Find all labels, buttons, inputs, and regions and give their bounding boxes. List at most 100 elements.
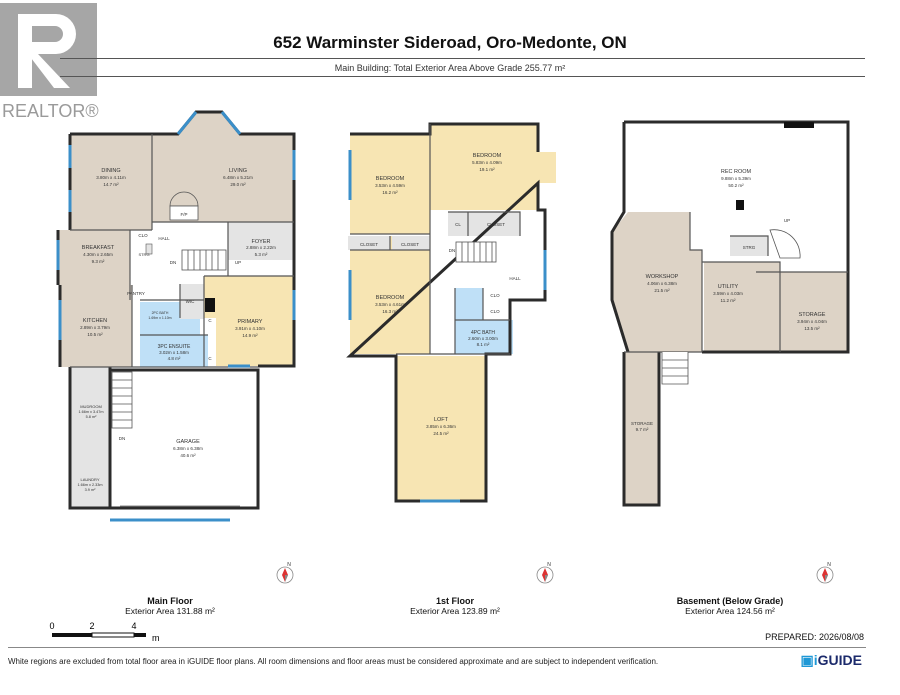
label-breakfast: BREAKFAST <box>82 245 115 251</box>
realtor-logo: REALTOR® <box>0 3 99 121</box>
basement-stairs <box>661 229 801 385</box>
basement-window-well <box>784 122 814 128</box>
room-wic <box>180 284 204 319</box>
title-divider <box>60 58 865 59</box>
area-workshop: 21.5 m² <box>654 288 670 293</box>
closet-2 <box>392 236 430 250</box>
area-kitchen: 10.5 m² <box>87 332 103 337</box>
floor-area: Exterior Area 131.88 m² <box>125 606 215 616</box>
area-foyer: 5.3 m² <box>255 252 268 257</box>
dims-kitchen: 2.89m x 3.79m <box>80 325 110 330</box>
label-cl: CL <box>455 222 461 227</box>
room-foyer <box>228 222 294 260</box>
label-workshop: WORKSHOP <box>646 274 679 280</box>
svg-text:m: m <box>152 633 160 643</box>
area-loft: 24.5 m² <box>433 431 449 436</box>
label-dn: DN <box>170 260 177 265</box>
area-bedroom-2: 19.1 m² <box>479 167 495 172</box>
label-living: LIVING <box>229 168 247 174</box>
label-garage: GARAGE <box>176 439 200 445</box>
floor-name: Main Floor <box>147 596 193 606</box>
closet-cl <box>448 212 468 236</box>
svg-text:2: 2 <box>89 621 94 631</box>
area-storage-1: 13.5 m² <box>804 326 820 331</box>
room-labels: DINING 3.80m x 4.11m 14.7 m² LIVING 6.48… <box>77 153 827 492</box>
chimney <box>205 298 215 312</box>
iguide-logo-icon: ▣ <box>800 652 814 668</box>
dims-living: 6.48m x 5.21m <box>223 175 253 180</box>
label-wic: WIC <box>186 299 195 304</box>
label-clo-1: CLO <box>490 293 500 298</box>
label-storage-1: STORAGE <box>799 312 826 318</box>
label-fp: F/P <box>180 212 187 217</box>
label-bedroom-3: BEDROOM <box>376 295 405 301</box>
label-strg: STRG <box>138 252 149 257</box>
dims-foyer: 2.88m x 2.22m <box>246 245 276 250</box>
dims-bedroom-2: 5.83m x 4.09m <box>472 160 502 165</box>
footer-divider <box>8 647 866 648</box>
compass-icon: N <box>276 562 294 584</box>
basement-interior-walls <box>624 212 848 353</box>
dims-mudroom: 1.66m x 3.47m <box>78 410 103 414</box>
dims-dining: 3.80m x 4.11m <box>96 175 126 180</box>
label-strg-basement: STRG <box>743 245 756 250</box>
label-ensuite: 3PC ENSUITE <box>158 344 191 350</box>
area-4pc-bath: 8.1 m² <box>477 342 490 347</box>
room-primary <box>204 276 294 366</box>
first-floor-plan <box>346 122 556 503</box>
area-rec-room: 50.2 m² <box>728 183 744 188</box>
fireplace <box>169 205 199 221</box>
room-mudroom <box>70 367 110 459</box>
dims-2pc-bath: 1.69m x 1.10m <box>148 316 171 320</box>
label-4pc-bath: 4PC BATH <box>471 330 495 336</box>
dims-loft: 3.85m x 6.36m <box>426 424 456 429</box>
label-up-basement: UP <box>784 218 790 223</box>
label-closet-3: CLOSET <box>487 222 505 227</box>
area-living: 29.0 m² <box>230 182 246 187</box>
area-breakfast: 9.3 m² <box>92 259 105 264</box>
label-clo: CLO <box>138 233 148 238</box>
closet-1 <box>348 236 390 250</box>
dims-ensuite: 3.02m x 1.58m <box>159 350 189 355</box>
label-mudroom: MUDROOM <box>80 404 102 409</box>
area-ensuite: 4.8 m² <box>168 356 181 361</box>
first-interior-walls <box>350 124 521 355</box>
compass-icon: N <box>536 562 554 584</box>
caption-main-floor: Main Floor Exterior Area 131.88 m² <box>70 596 270 616</box>
basement-post <box>736 200 744 210</box>
label-hall: HALL <box>158 236 170 241</box>
label-bedroom-1: BEDROOM <box>376 176 405 182</box>
label-loft: LOFT <box>434 417 449 423</box>
area-bedroom-1: 16.2 m² <box>382 190 398 195</box>
label-dn-garage: DN <box>119 436 126 441</box>
dims-4pc-bath: 2.60m x 3.00m <box>468 336 498 341</box>
floor-name: Basement (Below Grade) <box>676 596 784 606</box>
area-storage-2: 9.7 m² <box>636 427 649 432</box>
area-laundry: 3.9 m² <box>85 488 96 492</box>
main-floor-plan <box>56 110 296 522</box>
room-clo <box>455 288 483 320</box>
room-laundry <box>70 459 110 509</box>
svg-text:0: 0 <box>49 621 54 631</box>
label-clo-2: CLO <box>490 309 500 314</box>
label-utility: UTILITY <box>718 284 739 290</box>
label-pantry: PANTRY <box>127 291 145 296</box>
room-loft <box>396 356 486 501</box>
main-stairs <box>111 249 227 429</box>
svg-text:N: N <box>287 562 291 568</box>
label-primary: PRIMARY <box>238 319 263 325</box>
label-foyer: FOYER <box>252 239 271 245</box>
room-dining <box>70 134 152 230</box>
realtor-wordmark: REALTOR® <box>2 101 99 121</box>
label-dining: DINING <box>101 168 120 174</box>
label-kitchen: KITCHEN <box>83 318 107 324</box>
main-interior-walls <box>70 134 294 368</box>
svg-text:N: N <box>547 562 551 568</box>
basement-exterior-walls <box>610 120 850 507</box>
room-bedroom-1 <box>350 134 430 234</box>
label-closet-2: CLOSET <box>401 242 419 247</box>
label-dn-first: DN <box>449 248 456 253</box>
area-mudroom: 5.8 m² <box>86 415 97 419</box>
area-bedroom-3: 16.3 m² <box>382 309 398 314</box>
prepared-date: PREPARED: 2026/08/08 <box>765 632 864 642</box>
